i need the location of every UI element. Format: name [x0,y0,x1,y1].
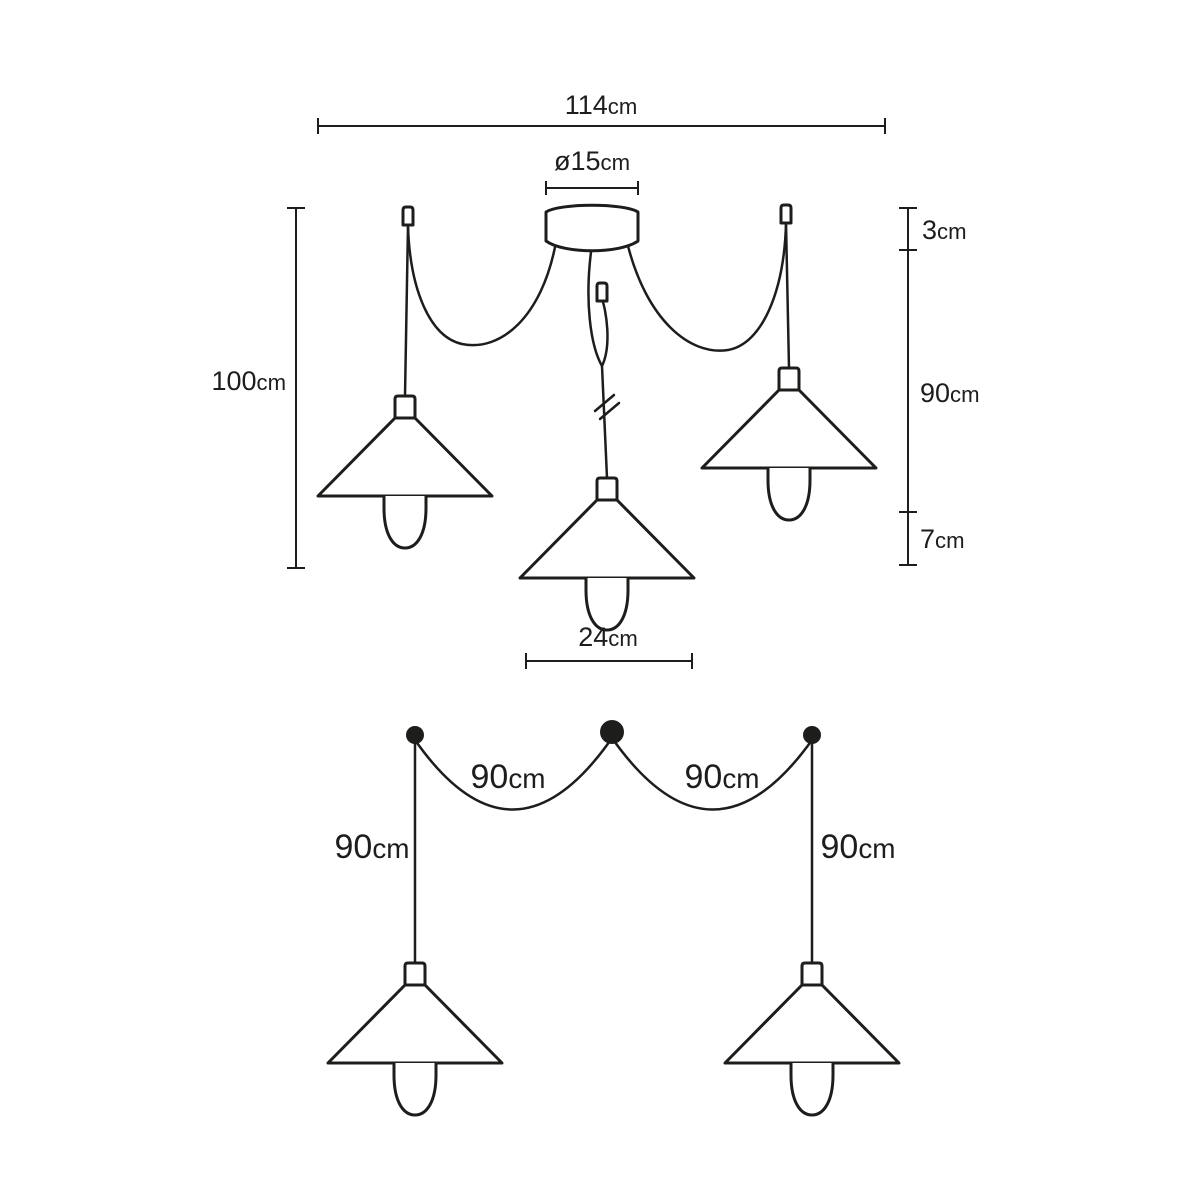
cable-length-view: 90cm 90cm 90cm 90cm [326,720,901,1117]
dim-shade-width-label: 24cm [578,622,638,652]
dim-canopy-diameter-label: ø15cm [554,146,630,176]
left-swag-length-label: 90cm [471,758,546,796]
right-drop-cable [784,221,791,370]
left-drop-length-label: 90cm [335,828,410,866]
lamp-shade-center [518,476,696,632]
dim-shade-height-label: 7cm [920,524,965,554]
right-cable-knob [779,203,793,225]
dim-right-stack: 3cm 90cm 7cm [899,207,980,566]
dim-overall-width-label: 114cm [565,90,638,120]
left-swag-cable [406,224,558,347]
center-anchor-dot [600,720,624,744]
right-anchor-dot [803,726,821,744]
dim-total-height: 100cm [211,207,305,569]
lamp-shade-bottom-left [326,961,504,1117]
center-drop-cable [600,364,609,480]
center-cable-knob [595,281,609,303]
dim-canopy-height-label: 3cm [922,215,967,245]
ceiling-canopy [544,203,640,253]
left-drop-cable [403,223,410,398]
left-cable-knob [401,205,415,227]
front-view: 114cm ø15cm 3cm 90cm 7cm 100cm 24cm [211,90,980,669]
right-swag-cable [625,222,788,352]
center-loop-cable [587,250,609,369]
lamp-shade-bottom-right [723,961,901,1117]
cable-break-mark [593,393,621,421]
right-swag-arc [610,736,814,811]
dim-shade-width: 24cm [525,622,693,669]
lamp-shade-right [700,366,878,522]
right-drop-length-label: 90cm [821,828,896,866]
dim-cable-drop-label: 90cm [920,378,980,408]
lamp-shade-left [316,394,494,550]
right-swag-length-label: 90cm [685,758,760,796]
dim-overall-width: 114cm [317,90,886,134]
dim-total-height-label: 100cm [211,366,286,396]
left-swag-arc [413,736,614,811]
dim-canopy-diameter: ø15cm [545,146,639,195]
left-anchor-dot [406,726,424,744]
